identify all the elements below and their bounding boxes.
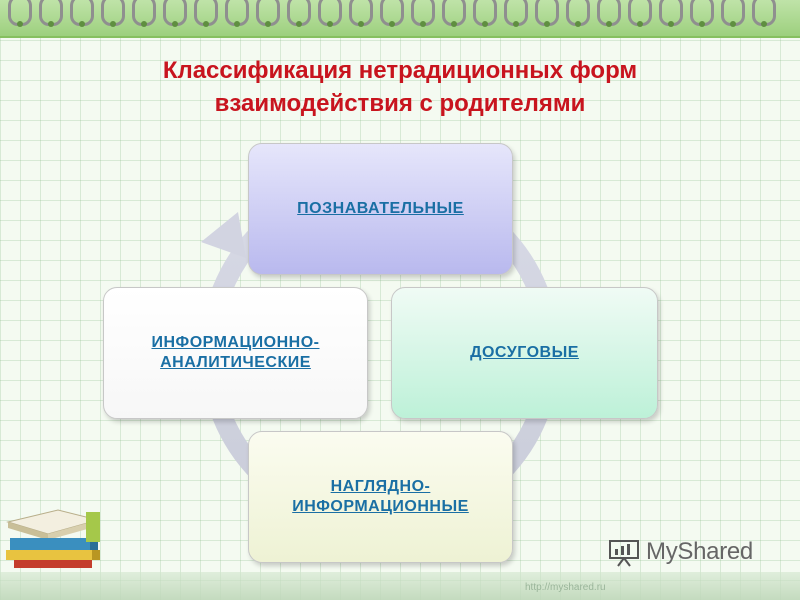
binder-ring: [442, 0, 466, 27]
box-leisure-line1: ДОСУГОВЫЕ: [470, 344, 579, 361]
binder-ring: [39, 0, 63, 27]
binder-ring: [349, 0, 373, 27]
binder-ring: [163, 0, 187, 27]
box-leisure-label[interactable]: ДОСУГОВЫЕ: [470, 343, 579, 363]
binder-ring: [504, 0, 528, 27]
binder-ring: [535, 0, 559, 27]
books-icon: [6, 509, 100, 568]
binder-ring: [659, 0, 683, 27]
binder-ring: [101, 0, 125, 27]
myshared-logo-text: MyShared: [646, 538, 753, 565]
box-leisure[interactable]: ДОСУГОВЫЕ: [391, 287, 658, 419]
box-info-analytical-label[interactable]: ИНФОРМАЦИОННО- АНАЛИТИЧЕСКИЕ: [151, 333, 319, 373]
binder-ring: [287, 0, 311, 27]
binder-ring: [411, 0, 435, 27]
cycle-arrowhead: [201, 212, 246, 258]
binder-ring: [318, 0, 342, 27]
binder-ring: [8, 0, 32, 27]
box-visual-info-line1: НАГЛЯДНО-: [330, 478, 431, 495]
binder-ring: [132, 0, 156, 27]
slide-title-line1: Классификация нетрадиционных форм: [162, 57, 638, 84]
box-info-analytical[interactable]: ИНФОРМАЦИОННО- АНАЛИТИЧЕСКИЕ: [103, 287, 368, 419]
slide-title: Классификация нетрадиционных форм взаимо…: [100, 54, 700, 120]
box-cognitive[interactable]: ПОЗНАВАТЕЛЬНЫЕ: [248, 143, 513, 275]
binder-ring: [194, 0, 218, 27]
binder-ring: [473, 0, 497, 27]
box-visual-info-line2: ИНФОРМАЦИОННЫЕ: [292, 498, 469, 515]
presentation-icon: [609, 540, 639, 567]
bottom-band: [0, 572, 800, 600]
box-visual-info-label[interactable]: НАГЛЯДНО- ИНФОРМАЦИОННЫЕ: [292, 477, 469, 517]
watermark-url: http://myshared.ru: [525, 582, 606, 593]
binder-ring: [752, 0, 776, 27]
box-cognitive-line1: ПОЗНАВАТЕЛЬНЫЕ: [297, 200, 464, 217]
binder-ring: [566, 0, 590, 27]
binder-ring: [721, 0, 745, 27]
binder-ring: [628, 0, 652, 27]
box-info-analytical-line1: ИНФОРМАЦИОННО-: [151, 334, 320, 351]
binder-ring: [256, 0, 280, 27]
binder-ring: [597, 0, 621, 27]
box-cognitive-label[interactable]: ПОЗНАВАТЕЛЬНЫЕ: [297, 199, 464, 219]
myshared-logo: MyShared: [608, 537, 753, 567]
binder-strip: [0, 0, 800, 38]
binder-ring: [690, 0, 714, 27]
binder-ring: [225, 0, 249, 27]
box-info-analytical-line2: АНАЛИТИЧЕСКИЕ: [160, 354, 311, 371]
binder-ring: [70, 0, 94, 27]
binder-ring: [380, 0, 404, 27]
slide-title-line2: взаимодействия с родителями: [214, 90, 586, 117]
box-visual-info[interactable]: НАГЛЯДНО- ИНФОРМАЦИОННЫЕ: [248, 431, 513, 563]
